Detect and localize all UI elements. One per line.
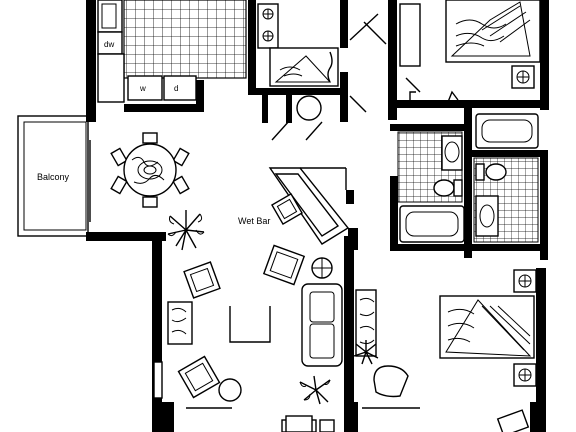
dishwasher-label: dw <box>104 40 114 49</box>
lounge-chair <box>183 261 221 299</box>
kitchen: dw w d <box>97 0 247 103</box>
dresser <box>399 3 421 67</box>
lounge-chair <box>177 355 221 399</box>
wet-bar-label: Wet Bar <box>238 216 270 226</box>
balcony-outline <box>17 115 89 237</box>
bar-sink <box>271 193 303 225</box>
water-heater <box>296 95 322 121</box>
dining-table <box>110 132 190 208</box>
bedroom-top-right <box>399 0 541 103</box>
dresser <box>355 289 377 357</box>
toilet <box>485 163 507 181</box>
washer <box>127 75 163 101</box>
round-table <box>123 143 177 197</box>
dryer <box>163 75 197 101</box>
bed <box>445 0 541 63</box>
dining-chair <box>110 147 128 167</box>
plant <box>167 210 205 251</box>
balcony-label: Balcony <box>37 172 70 182</box>
washer-label: w <box>139 84 146 93</box>
vanity <box>475 195 499 237</box>
bedroom-bottom-right <box>355 269 537 432</box>
dining-chair <box>110 175 128 195</box>
dining-chair <box>142 196 158 208</box>
dining-chair <box>172 175 190 195</box>
bathtub <box>475 113 539 149</box>
bed <box>439 295 535 359</box>
dining-chair <box>172 147 190 167</box>
dryer-label: d <box>174 84 178 93</box>
plant <box>353 340 379 365</box>
kitchen-counter <box>97 53 125 103</box>
walls <box>86 0 549 432</box>
bathroom-right <box>473 113 539 243</box>
armchair <box>373 365 409 398</box>
kitchen-tile-floor <box>123 0 247 79</box>
plant <box>299 375 331 405</box>
side-table <box>218 378 242 402</box>
toilet <box>433 179 455 197</box>
chair <box>285 415 313 432</box>
wet-bar: Wet Bar <box>238 167 350 245</box>
lounge-chair <box>262 244 306 286</box>
dining-chair <box>142 132 158 144</box>
sofa <box>301 283 343 367</box>
bathtub <box>399 205 465 243</box>
balcony: Balcony <box>17 115 91 237</box>
living-room <box>153 244 343 432</box>
chair <box>496 409 530 432</box>
bathroom-left <box>397 131 465 243</box>
coffee-table <box>229 306 271 343</box>
window <box>153 361 163 399</box>
bed <box>269 47 339 87</box>
bedroom-top-middle <box>257 3 387 141</box>
